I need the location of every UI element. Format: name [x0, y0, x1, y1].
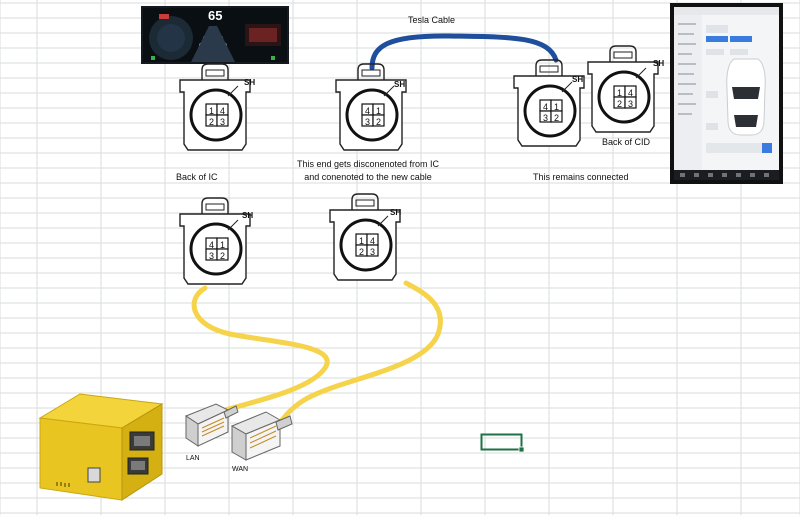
pin-label: 4 — [370, 236, 376, 246]
pin-label: 3 — [209, 251, 215, 261]
pin-label: 2 — [376, 117, 382, 127]
pin-label: 4 — [365, 106, 371, 116]
wan-label: WAN — [232, 466, 249, 473]
shield-label: SH — [390, 208, 402, 217]
shield-label: SH — [242, 211, 254, 220]
back-of-ic-label: Back of IC — [176, 172, 218, 182]
travel-router — [38, 393, 164, 501]
connector-ic-back — [179, 63, 251, 151]
pin-label: 4 — [220, 106, 226, 116]
pin-label: 1 — [617, 88, 623, 98]
pin-label: 3 — [543, 113, 549, 123]
pin-label: 2 — [220, 251, 226, 261]
selected-cell[interactable] — [480, 433, 526, 453]
center-display-screen — [670, 3, 783, 184]
pin-label: 1 — [376, 106, 382, 116]
connector-bottom-left — [179, 197, 251, 285]
tesla-cable-label: Tesla Cable — [408, 15, 456, 25]
pin-label: 1 — [359, 236, 365, 246]
pin-label: 1 — [220, 240, 226, 250]
pin-label: 1 — [554, 102, 560, 112]
disconnect-note-line2: and conenoted to the new cable — [304, 172, 432, 182]
lan-plug — [184, 403, 239, 447]
lan-label: LAN — [186, 455, 200, 462]
ic-speed-readout: 65 — [208, 8, 223, 23]
connector-bottom-right — [329, 193, 401, 281]
pin-label: 2 — [617, 99, 623, 109]
connector-ic-cable-end — [335, 63, 407, 151]
pin-label: 2 — [554, 113, 560, 123]
shield-label: SH — [572, 75, 584, 84]
back-of-cid-label: Back of CID — [602, 137, 651, 147]
remains-connected-label: This remains connected — [533, 172, 629, 182]
disconnect-note-line1: This end gets disconenoted from IC — [296, 159, 440, 169]
shield-label: SH — [244, 78, 256, 87]
pin-label: 4 — [543, 102, 549, 112]
pin-label: 4 — [209, 240, 215, 250]
pin-label: 3 — [628, 99, 634, 109]
connector-cid-back — [587, 45, 659, 133]
pin-label: 3 — [365, 117, 371, 127]
pin-label: 4 — [628, 88, 634, 98]
connector-cid-cable-end — [513, 59, 585, 147]
pin-label: 2 — [209, 117, 215, 127]
shield-label: SH — [653, 59, 665, 68]
pin-label: 3 — [370, 247, 376, 257]
shield-label: SH — [394, 80, 406, 89]
pin-label: 2 — [359, 247, 365, 257]
pin-label: 1 — [209, 106, 215, 116]
pin-label: 3 — [220, 117, 226, 127]
instrument-cluster-screen — [141, 6, 289, 64]
wan-plug — [230, 411, 293, 461]
